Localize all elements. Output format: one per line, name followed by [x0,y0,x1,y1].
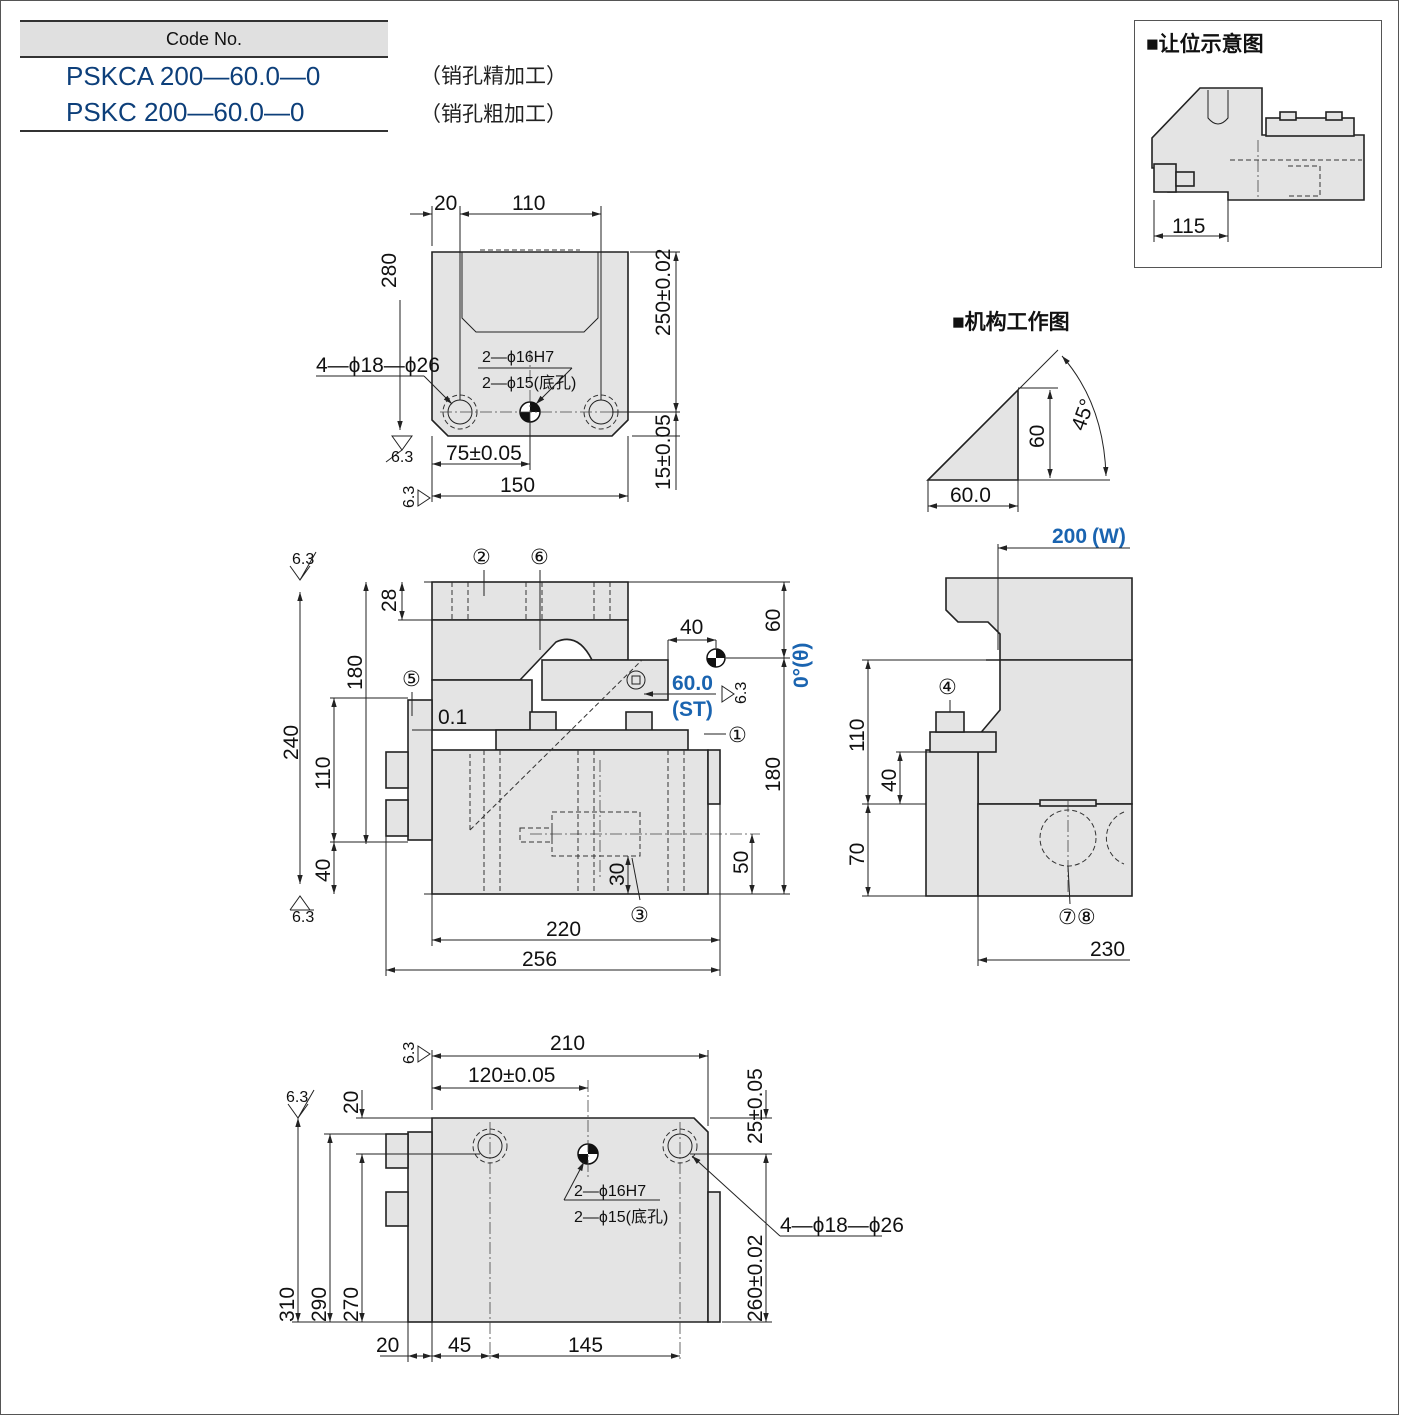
bottom-dim-45: 45 [448,1334,471,1357]
bottom-dim-120: 120±0.05 [468,1064,555,1087]
callout-5: ⑤ [402,668,421,691]
code-note-rough: （销孔粗加工） [420,103,567,126]
bottom-dim-25: 25±0.05 [744,1068,767,1144]
callout-2: ② [472,546,491,569]
top-rough-1: 6.3 [391,449,413,466]
front-view: 240 180 110 40 28 0.1 40 60 180 0°(θ) 50… [280,546,813,976]
front-rough-3: 6.3 [733,682,750,704]
front-dim-60: 60 [762,609,785,632]
top-dim-15: 15±0.05 [652,414,675,490]
code-precision: PSKCA 200—60.0—0 [66,61,321,91]
top-dim-250: 250±0.02 [652,249,675,336]
bottom-dim-260: 260±0.02 [744,1235,767,1322]
inset-dim-115: 115 [1172,215,1205,238]
mech-dim-60: 60 [1026,425,1049,448]
front-dim-28: 28 [378,589,401,612]
bottom-holes-label: 4—ϕ18—ϕ26 [780,1214,904,1237]
front-rough-1: 6.3 [292,551,314,568]
code-title: Code No. [20,20,388,58]
side-width-value: 200 [1052,525,1087,548]
mechanism-drawing: 60 45° 60.0 [926,349,1110,512]
callout-6: ⑥ [530,546,549,569]
side-dim-230: 230 [1090,938,1125,961]
bottom-rough-1: 6.3 [401,1042,418,1064]
code-note-precision: （销孔精加工） [420,65,567,88]
front-dim-40: 40 [312,859,335,882]
front-dim-220: 220 [546,918,581,941]
side-dim-40: 40 [878,769,901,792]
bottom-dim-270: 270 [340,1287,363,1322]
inset-title: ■让位示意图 [1146,33,1264,56]
bottom-dim-20b: 20 [376,1334,399,1357]
front-theta: 0°(θ) [790,643,813,688]
top-dim-150: 150 [500,474,535,497]
front-dim-110: 110 [312,757,335,790]
code-number-table: Code No. PSKCA 200—60.0—0 PSKC 200—60.0—… [20,20,388,132]
front-stroke-value: 60.0 [672,672,713,695]
callout-3: ③ [630,904,649,927]
top-dim-20: 20 [434,192,457,215]
callout-1: ① [728,724,747,747]
bottom-dim-310: 310 [276,1287,299,1322]
top-dim-110: 110 [512,192,545,215]
side-dim-70: 70 [846,843,869,866]
bottom-dim-20: 20 [340,1091,363,1114]
mech-dim-60-0: 60.0 [950,484,991,507]
bottom-pin-label-1: 2—ϕ16H7 [574,1183,646,1200]
top-dim-280: 280 [378,253,401,288]
top-view: 20 110 280 250±0.02 15±0.05 4—ϕ18—ϕ26 2—… [316,192,680,508]
clearance-inset [1134,20,1382,268]
front-dim-180b: 180 [762,757,785,792]
top-holes-label: 4—ϕ18—ϕ26 [316,354,440,377]
top-dim-75: 75±0.05 [446,442,522,465]
front-dim-0-1: 0.1 [438,706,467,729]
bottom-view: 210 120±0.05 25±0.05 260±0.02 310 290 27… [276,1032,904,1362]
front-dim-240: 240 [280,725,303,760]
bottom-rough-2: 6.3 [286,1089,308,1106]
front-dim-180a: 180 [344,655,367,690]
inset-drawing: 115 [1151,87,1365,242]
callout-7-8: ⑦⑧ [1058,906,1096,929]
top-pin-label-2: 2—ϕ15(底孔) [482,374,576,392]
top-rough-2: 6.3 [401,486,418,508]
front-dim-50: 50 [730,851,753,874]
mech-angle: 45° [1067,396,1099,434]
bottom-dim-145: 145 [568,1334,603,1357]
side-dim-110: 110 [846,719,869,752]
top-pin-label-1: 2—ϕ16H7 [482,349,554,366]
mechanism-title: ■机构工作图 [952,311,1070,334]
front-dim-256: 256 [522,948,557,971]
front-rough-2: 6.3 [292,909,314,926]
side-width-label: (W) [1092,525,1126,548]
side-view: 200 (W) 110 40 70 230 ④ ⑦⑧ [846,525,1133,966]
front-roughness: 6.3 6.3 6.3 [289,551,750,926]
front-dim-30: 30 [606,863,629,886]
bottom-dim-290: 290 [308,1287,331,1322]
front-dim-40b: 40 [680,616,703,639]
callout-4: ④ [938,676,957,699]
bottom-pin-label-2: 2—ϕ15(底孔) [574,1208,668,1226]
code-rough: PSKC 200—60.0—0 [20,94,388,132]
bottom-dim-210: 210 [550,1032,585,1055]
front-stroke-label: (ST) [672,698,713,721]
